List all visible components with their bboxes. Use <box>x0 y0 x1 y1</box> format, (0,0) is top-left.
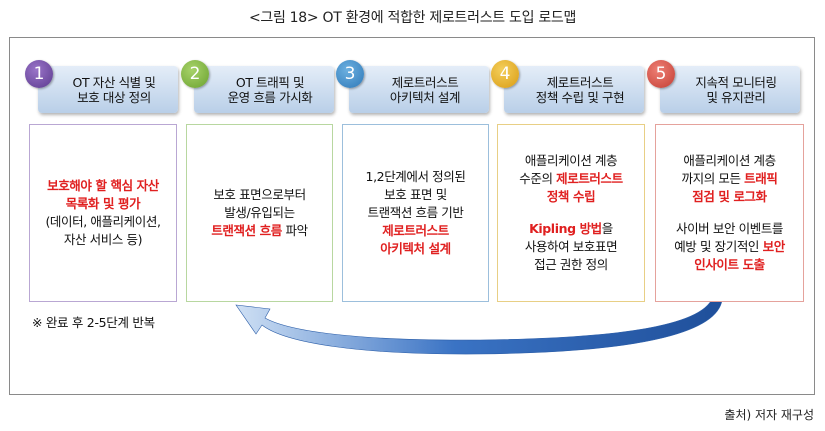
step-3-title-line1: 제로트러스트 <box>391 74 459 90</box>
step-3-text-line1: 1,2단계에서 정의된 <box>365 169 466 184</box>
step-2-description-box: 보호 표면으로부터 발생/유입되는 트랜잭션 흐름 파악 <box>186 124 333 302</box>
step-4-description-box: 애플리케이션 계층 수준의 제로트러스트 정책 수립 Kipling 방법을 사… <box>497 124 645 302</box>
step-4-title-line1: 제로트러스트 <box>546 74 614 90</box>
step-2-highlight: 트랜잭션 흐름 <box>211 223 282 238</box>
step-3-highlight-line1: 제로트러스트 <box>382 223 449 238</box>
step-1-title-line1: OT 자산 식별 및 <box>72 74 156 90</box>
step-1-title-line2: 보호 대상 정의 <box>77 89 151 105</box>
step-5-highlight-line2: 점검 및 로그화 <box>692 189 767 204</box>
step-4-text-line1: 애플리케이션 계층 <box>524 153 618 168</box>
step-4-highlight-kipling: Kipling 방법 <box>529 221 602 236</box>
step-4-header: 제로트러스트 정책 수립 및 구현 <box>504 66 644 113</box>
step-5-highlight-line4: 인사이트 도출 <box>694 257 765 272</box>
step-2-number-badge: 2 <box>181 60 209 88</box>
step-3-description-box: 1,2단계에서 정의된 보호 표면 및 트랜잭션 흐름 기반 제로트러스트 아키… <box>342 124 489 302</box>
step-2-title-line1: OT 트래픽 및 <box>235 74 305 90</box>
step-1-description-box: 보호해야 할 핵심 자산 목록화 및 평가 (데이터, 애플리케이션, 자산 서… <box>29 124 177 302</box>
step-4-text-kipling-suffix: 을 <box>601 221 614 236</box>
step-3-text-line2: 보호 표면 및 <box>384 187 447 202</box>
step-4-title-line2: 정책 수립 및 구현 <box>535 89 625 105</box>
source-caption: 출처) 저자 재구성 <box>724 408 814 422</box>
step-5-title-line2: 및 유지관리 <box>706 89 766 105</box>
step-4-text-line3: Kipling 방법을 <box>529 220 613 238</box>
step-3-header: 제로트러스트 아키텍처 설계 <box>349 66 489 113</box>
step-5-text-prefix2: 예방 및 장기적인 <box>674 239 763 254</box>
step-1-highlight-line1: 보호해야 할 핵심 자산 <box>47 178 159 193</box>
step-4-text-line2: 수준의 제로트러스트 <box>519 170 623 188</box>
step-4-text-line5: 접근 권한 정의 <box>534 257 608 272</box>
step-5-highlight-line3: 보안 <box>762 239 786 254</box>
diagram-frame <box>9 37 815 395</box>
step-5-text-line3: 사이버 보안 이벤트를 <box>675 221 784 236</box>
step-4-text-prefix: 수준의 <box>519 171 557 186</box>
step-4-number-badge: 4 <box>491 60 519 88</box>
step-2-text-suffix: 파악 <box>281 223 308 238</box>
step-1-text-line1: (데이터, 애플리케이션, <box>45 214 161 229</box>
step-5-text-line1: 애플리케이션 계층 <box>683 153 776 168</box>
step-3-text-line3: 트랜잭션 흐름 기반 <box>367 205 464 220</box>
step-4-highlight-line1: 제로트러스트 <box>556 171 623 186</box>
step-2-text-line3: 트랜잭션 흐름 파악 <box>211 222 308 240</box>
step-5-title-line1: 지속적 모니터링 <box>695 74 777 90</box>
step-5-text-prefix: 까지의 모든 <box>681 171 745 186</box>
step-4-highlight-line2: 정책 수립 <box>546 189 596 204</box>
step-5-header: 지속적 모니터링 및 유지관리 <box>660 66 800 113</box>
step-2-title-line2: 운영 흐름 가시화 <box>227 89 313 105</box>
step-5-text-line4: 예방 및 장기적인 보안 <box>674 238 785 256</box>
step-3-highlight-line2: 아키텍처 설계 <box>380 241 451 256</box>
step-4-text-line4: 사용하여 보호표면 <box>524 239 618 254</box>
step-5-text-line2: 까지의 모든 트래픽 <box>682 170 778 188</box>
step-3-title-line2: 아키텍처 설계 <box>389 89 461 105</box>
step-3-number-badge: 3 <box>336 60 364 88</box>
repeat-note: ※ 완료 후 2-5단계 반복 <box>32 315 155 330</box>
step-2-header: OT 트래픽 및 운영 흐름 가시화 <box>194 66 334 113</box>
step-1-number-badge: 1 <box>25 60 53 88</box>
step-2-text-line1: 보호 표면으로부터 <box>213 187 306 202</box>
step-1-header: OT 자산 식별 및 보호 대상 정의 <box>38 66 178 113</box>
step-5-description-box: 애플리케이션 계층 까지의 모든 트래픽 점검 및 로그화 사이버 보안 이벤트… <box>655 124 804 302</box>
step-1-highlight-line2: 목록화 및 평가 <box>65 196 141 211</box>
step-2-text-line2: 발생/유입되는 <box>224 205 295 220</box>
step-5-number-badge: 5 <box>647 60 675 88</box>
step-5-highlight-line1: 트래픽 <box>744 171 778 186</box>
figure-title: <그림 18> OT 환경에 적합한 제로트러스트 도입 로드맵 <box>248 10 577 26</box>
step-1-text-line2: 자산 서비스 등) <box>63 232 143 247</box>
